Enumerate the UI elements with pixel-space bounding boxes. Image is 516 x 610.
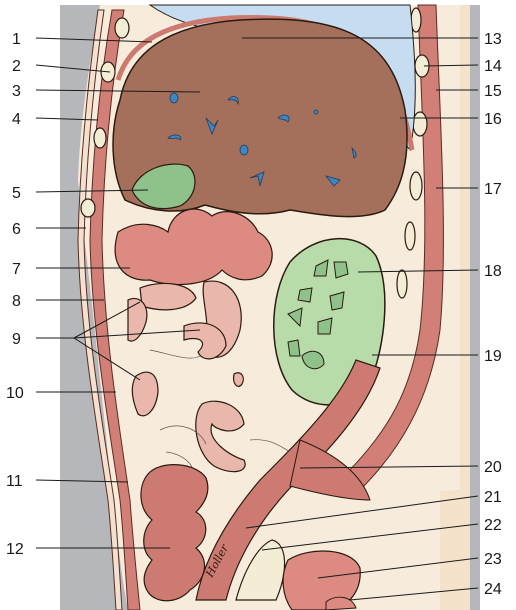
rib-4: [410, 172, 422, 200]
label-8: 8: [12, 293, 21, 310]
label-15: 15: [484, 83, 502, 100]
cartilage-1: [115, 18, 129, 38]
rib-5: [405, 222, 415, 250]
label-9: 9: [12, 331, 21, 348]
label-18: 18: [484, 263, 502, 280]
vessel-5: [314, 110, 318, 114]
label-2: 2: [12, 58, 21, 75]
label-1: 1: [12, 31, 21, 48]
calyx-7: [288, 340, 300, 356]
cartilage-3: [94, 128, 106, 148]
calyx-3: [298, 288, 312, 302]
labels-right: 13 14 15 16 17 18 19 20 21 22 23 24: [484, 31, 502, 598]
label-4: 4: [12, 111, 21, 128]
label-7: 7: [12, 261, 21, 278]
vessel-7: [240, 145, 248, 155]
label-12: 12: [6, 541, 24, 558]
colon: [141, 465, 208, 601]
bowel-loop-7: [234, 373, 244, 387]
rib-6: [397, 270, 407, 298]
label-23: 23: [484, 551, 502, 568]
label-13: 13: [484, 31, 502, 48]
cartilage-4: [81, 199, 95, 217]
label-16: 16: [484, 111, 502, 128]
label-14: 14: [484, 58, 502, 75]
label-6: 6: [12, 221, 21, 238]
label-11: 11: [6, 473, 23, 490]
label-24: 24: [484, 581, 502, 598]
vessel-1: [170, 93, 178, 103]
rib-3: [413, 112, 427, 136]
label-19: 19: [484, 348, 502, 365]
label-10: 10: [6, 385, 24, 402]
label-5: 5: [12, 185, 21, 202]
label-21: 21: [484, 489, 502, 506]
label-3: 3: [12, 83, 21, 100]
label-20: 20: [484, 459, 502, 476]
label-22: 22: [484, 517, 502, 534]
labels-left: 1 2 3 4 5 6 7 8 9 10 11 12: [6, 31, 24, 558]
label-17: 17: [484, 181, 502, 198]
